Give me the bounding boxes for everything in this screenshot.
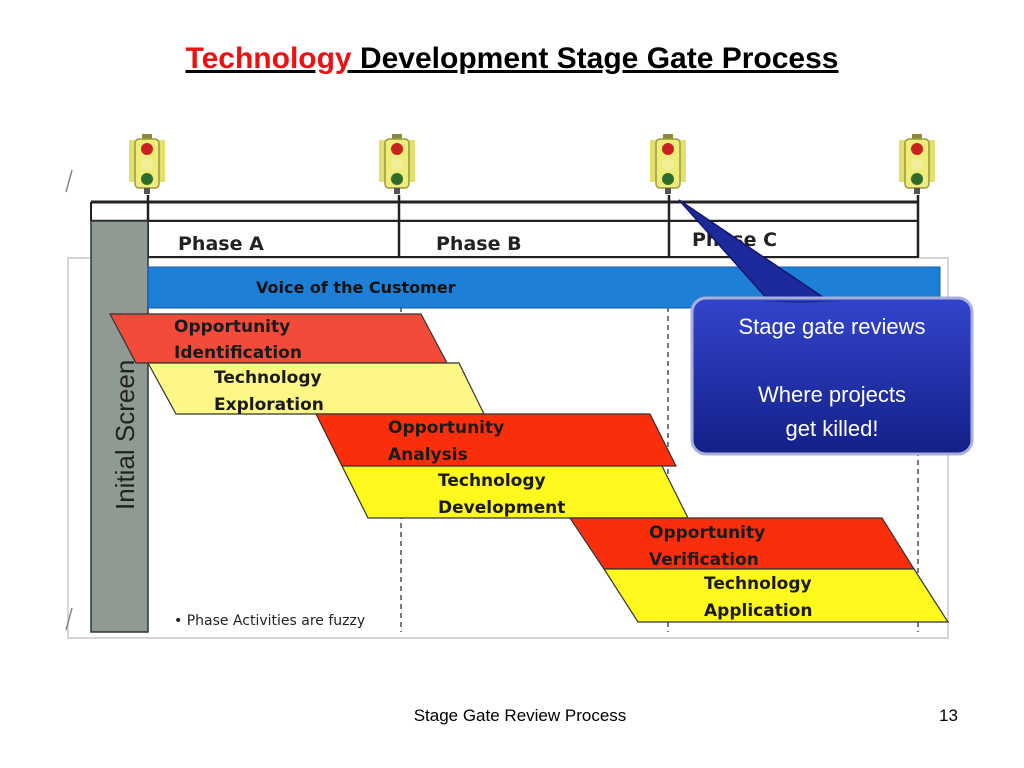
frame-stroke [65,169,73,193]
initial-screen-column [90,220,149,633]
activity-label: Technology [438,471,546,491]
activity-bar [315,413,677,467]
page-number: 13 [939,706,958,725]
voice-of-customer-label: Voice of the Customer [256,278,456,297]
phase-b-label: Phase B [436,233,522,255]
traffic-light-icon [898,133,936,195]
activity-label: Exploration [214,395,324,415]
activity-bar [602,568,950,623]
traffic-light-icon [378,133,416,195]
callout-line: Where projects [758,382,906,407]
callout-line: Stage gate reviews [738,314,925,339]
activity-label: Application [704,601,812,621]
callout-line: get killed! [786,416,879,441]
fuzzy-note: • Phase Activities are fuzzy [174,613,365,629]
stage-gate-callout: Stage gate reviews Where projects get ki… [678,199,974,456]
callout-pointer-join [760,301,840,303]
activity-label: Analysis [388,445,468,465]
activity-label: Technology [214,368,322,388]
traffic-light-icon [128,133,166,195]
initial-screen-label: Initial Screen [110,360,140,510]
activity-label: Development [438,498,565,518]
title-accent: Technology [185,42,352,75]
footer-text: Stage Gate Review Process [413,706,627,725]
activity-label: Verification [649,550,759,570]
traffic-light-icon [649,133,687,195]
activity-label: Technology [704,574,812,594]
title-rest: Development Stage Gate Process [351,42,839,75]
slide-title: Technology Development Stage Gate Proces… [0,42,1024,76]
activity-label: Identification [174,343,302,363]
activity-label: Opportunity [174,317,290,337]
phase-a-label: Phase A [178,233,264,255]
activity-label: Opportunity [649,523,765,543]
frame-stroke [65,607,73,631]
activity-label: Opportunity [388,418,504,438]
callout-box [690,296,974,456]
